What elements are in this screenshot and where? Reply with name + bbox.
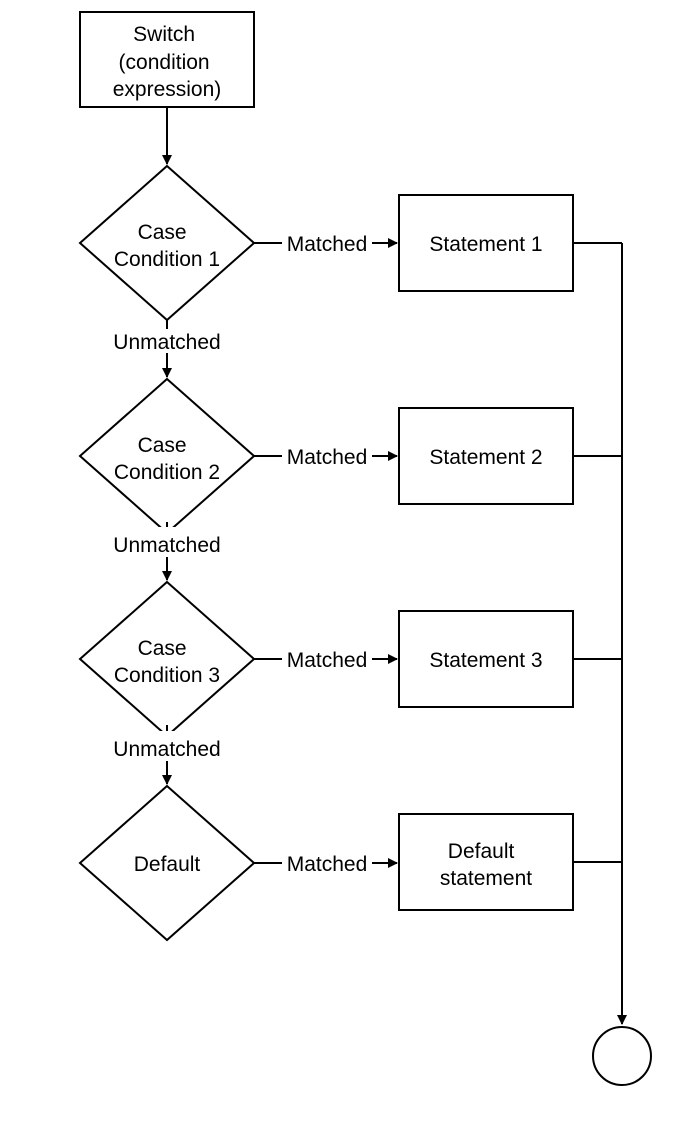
case-label-line: Case (138, 434, 187, 457)
statement-label-line: Statement 3 (429, 649, 542, 672)
statement-3-box (398, 610, 574, 708)
case-label-line: Default (134, 853, 201, 876)
statement-label-line: Default (448, 840, 515, 863)
case-label-line: Case (138, 221, 187, 244)
statement-1-box (398, 194, 574, 292)
case-condition-2-label: Case Condition 2 (114, 434, 220, 484)
matched-label: Matched (287, 853, 368, 876)
switch-label-line: (condition (119, 51, 210, 74)
unmatched-label: Unmatched (113, 738, 220, 761)
default-label: Default (134, 853, 201, 876)
unmatched-label: Unmatched (113, 331, 220, 354)
case-condition-3-label: Case Condition 3 (114, 637, 220, 687)
unmatched-label: Unmatched (113, 534, 220, 557)
statement-label-line: Statement 1 (429, 233, 542, 256)
case-label-line: Condition 3 (114, 664, 220, 687)
end-node (592, 1026, 652, 1086)
statement-2-label: Statement 2 (429, 446, 542, 469)
statement-1-label: Statement 1 (429, 233, 542, 256)
case-label-line: Case (138, 637, 187, 660)
matched-label: Matched (287, 233, 368, 256)
default-statement-box (398, 813, 574, 911)
statement-2-box (398, 407, 574, 505)
case-label-line: Condition 1 (114, 248, 220, 271)
case-label-line: Condition 2 (114, 461, 220, 484)
statement-label-line: statement (440, 867, 532, 890)
matched-label: Matched (287, 649, 368, 672)
default-diamond (78, 784, 256, 942)
switch-label-line: Switch (133, 23, 195, 46)
default-statement-label: Default statement (440, 840, 532, 890)
matched-label: Matched (287, 446, 368, 469)
statement-label-line: Statement 2 (429, 446, 542, 469)
case-condition-1-label: Case Condition 1 (114, 221, 220, 271)
statement-3-label: Statement 3 (429, 649, 542, 672)
switch-label-line: expression) (113, 78, 222, 101)
switch-box (79, 11, 255, 108)
switch-label: Switch (condition expression) (113, 23, 222, 101)
